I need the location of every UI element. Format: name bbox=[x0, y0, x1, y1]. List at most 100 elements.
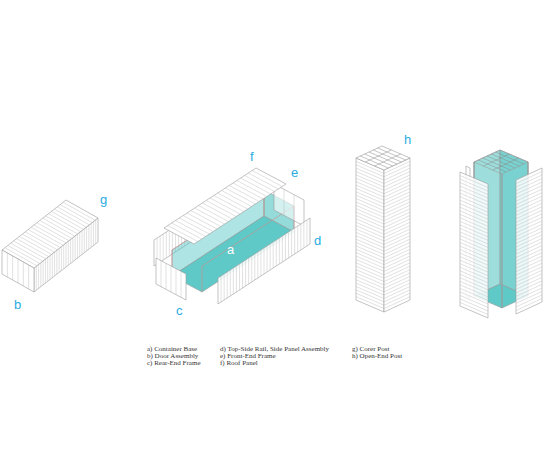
side-panel-rib bbox=[516, 274, 542, 286]
side-panel-rib bbox=[516, 175, 542, 187]
side-panel-rib bbox=[516, 203, 542, 215]
side-panel-assembly-rib bbox=[291, 230, 292, 256]
roof-panel-rib bbox=[172, 223, 202, 239]
side-panel-rib bbox=[384, 199, 410, 211]
side-panel-rib bbox=[460, 267, 488, 279]
side-panel-rib bbox=[384, 243, 410, 255]
side-panel-rib bbox=[52, 254, 53, 278]
side-panel-rib bbox=[93, 222, 94, 246]
side-panel-rib bbox=[460, 186, 488, 198]
side-panel-rib bbox=[384, 202, 410, 214]
side-panel-rib bbox=[356, 293, 384, 305]
roof-panel-rib bbox=[233, 183, 263, 199]
frame-edge bbox=[202, 266, 203, 292]
side-panel-rib bbox=[43, 261, 44, 285]
side-panel-rib bbox=[45, 259, 46, 283]
side-panel-rib bbox=[460, 278, 488, 290]
roof-panel bbox=[164, 168, 286, 244]
side-panel-rib bbox=[516, 221, 542, 233]
roof-panel-rib bbox=[179, 218, 209, 234]
side-panel-rib bbox=[460, 274, 488, 286]
roof-panel-rib bbox=[252, 171, 282, 187]
side-panel-rib bbox=[356, 253, 384, 265]
roof-panel-rib bbox=[183, 216, 213, 232]
side-panel-rib bbox=[460, 207, 488, 219]
corner-post bbox=[501, 174, 502, 308]
side-panel-rib bbox=[384, 246, 410, 258]
side-panel-rib bbox=[384, 222, 410, 234]
side-panel-rib bbox=[384, 172, 410, 184]
side-panel-rib bbox=[356, 168, 384, 180]
side-panel-assembly-rib bbox=[224, 274, 225, 300]
side-panel-assembly-rib bbox=[230, 270, 231, 296]
roof-panel-rib bbox=[191, 211, 221, 227]
side-panel-rib bbox=[95, 220, 96, 244]
side-panel-rib bbox=[460, 190, 488, 202]
side-panel-rib bbox=[384, 283, 410, 295]
side-panel-rib bbox=[516, 291, 542, 303]
callout-letter: c bbox=[176, 304, 183, 317]
side-panel-rib bbox=[36, 266, 37, 290]
side-panel-rib bbox=[460, 211, 488, 223]
side-panel-assembly-rib bbox=[294, 228, 295, 254]
side-panel-rib bbox=[460, 197, 488, 209]
side-panel-assembly-rib bbox=[236, 266, 237, 292]
front-end-frame-rib bbox=[284, 189, 285, 215]
side-panel-rib bbox=[356, 283, 384, 295]
side-panel-rib bbox=[460, 218, 488, 230]
side-panel-rib bbox=[516, 207, 542, 219]
side-panel-assembly-rib bbox=[303, 222, 304, 248]
side-panel bbox=[516, 168, 542, 314]
side-panel-rib bbox=[86, 227, 87, 251]
side-panel-rib bbox=[70, 239, 71, 263]
side-panel-rib bbox=[356, 273, 384, 285]
side-panel-rib bbox=[68, 241, 69, 265]
side-panel-rib bbox=[384, 178, 410, 190]
side-panel-rib bbox=[356, 209, 384, 221]
side-panel-rib bbox=[460, 243, 488, 255]
side-panel-rib bbox=[61, 247, 62, 271]
side-panel-rib bbox=[356, 280, 384, 292]
side-panel-rib bbox=[384, 290, 410, 302]
side-panel-rib bbox=[384, 195, 410, 207]
roof-panel-rib bbox=[241, 178, 271, 194]
side-panel-rib bbox=[384, 293, 410, 305]
roof-panel-rib bbox=[214, 196, 244, 212]
top-frame bbox=[474, 150, 528, 174]
side-panel-rib bbox=[384, 185, 410, 197]
side-panel-rib bbox=[54, 252, 55, 276]
side-panel-rib bbox=[516, 284, 542, 296]
legend-line: c) Rear-End Frame bbox=[147, 360, 201, 367]
side-panel-assembly-rib bbox=[257, 252, 258, 278]
side-panel-assembly-rib bbox=[273, 242, 274, 268]
roof-panel-rib bbox=[218, 193, 248, 209]
side-panel-rib bbox=[384, 263, 410, 275]
side-panel-rib bbox=[384, 182, 410, 194]
side-panel-rib bbox=[460, 228, 488, 240]
side-panel-rib bbox=[356, 290, 384, 302]
legend-line: d) Top-Side Rail, Side Panel Assembly bbox=[220, 346, 329, 353]
roof-panel-rib bbox=[31, 227, 63, 245]
door-assembly-rib bbox=[28, 265, 29, 289]
side-panel-rib bbox=[460, 285, 488, 297]
side-panel-rib bbox=[384, 212, 410, 224]
side-panel-rib bbox=[384, 239, 410, 251]
side-panel-rib bbox=[63, 245, 64, 269]
side-panel-rib bbox=[384, 229, 410, 241]
roof-panel-rib bbox=[199, 206, 229, 222]
side-panel-rib bbox=[516, 246, 542, 258]
roof-panel-rib bbox=[46, 216, 78, 234]
side-panel-rib bbox=[47, 257, 48, 281]
side-panel-rib bbox=[384, 175, 410, 187]
side-panel-rib bbox=[460, 264, 488, 276]
side-panel-rib bbox=[384, 286, 410, 298]
callout-letter: g bbox=[100, 193, 107, 206]
side-panel-rib bbox=[356, 226, 384, 238]
upright-exploded-container bbox=[460, 150, 542, 318]
end-grating bbox=[375, 154, 401, 166]
side-panel-rib bbox=[516, 172, 542, 184]
back-side-panel-rib bbox=[163, 234, 164, 260]
side-panel-rib bbox=[460, 225, 488, 237]
side-panel-rib bbox=[72, 238, 73, 262]
side-panel-rib bbox=[460, 239, 488, 251]
